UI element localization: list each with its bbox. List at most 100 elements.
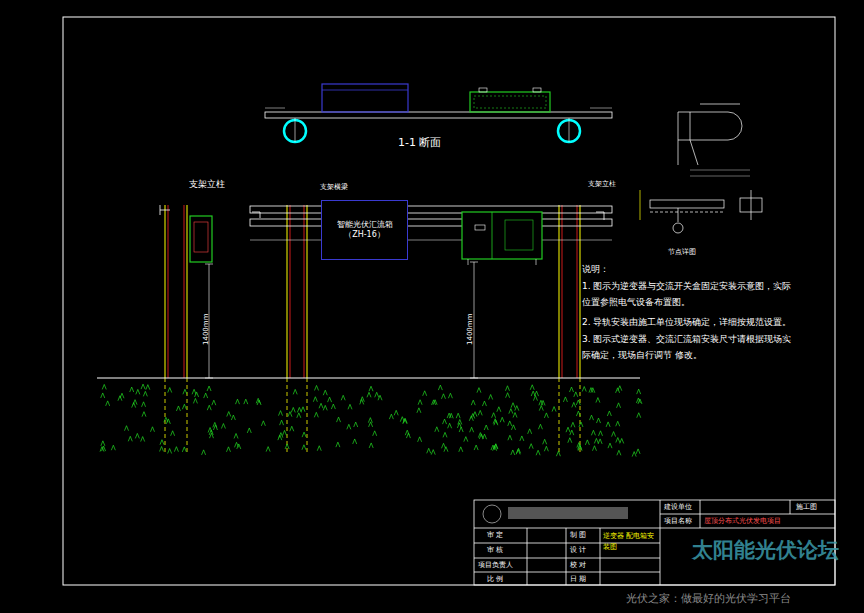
grass-mark bbox=[323, 390, 327, 395]
grass-mark bbox=[313, 397, 317, 402]
grass-mark bbox=[208, 428, 212, 433]
grass-mark bbox=[636, 398, 640, 403]
grass-mark bbox=[471, 400, 475, 405]
grass-mark bbox=[280, 420, 284, 425]
grass-mark bbox=[570, 430, 574, 435]
grass-mark bbox=[141, 384, 145, 389]
table-cell: 项目名称 bbox=[664, 517, 692, 525]
grass-mark bbox=[244, 399, 248, 404]
grass-mark bbox=[367, 392, 371, 397]
grass-mark bbox=[506, 393, 510, 398]
grass-mark bbox=[369, 443, 373, 448]
grass-mark bbox=[529, 444, 533, 449]
grass-mark bbox=[582, 387, 586, 392]
grass-mark bbox=[323, 405, 327, 410]
grass-mark bbox=[572, 402, 576, 407]
grass-mark bbox=[539, 406, 543, 411]
grass-mark bbox=[594, 438, 598, 443]
grass-mark bbox=[616, 388, 620, 393]
grass-mark bbox=[552, 407, 556, 412]
grass-mark bbox=[568, 438, 572, 443]
grass-mark bbox=[328, 397, 332, 402]
grass-mark bbox=[171, 431, 175, 436]
grass-mark bbox=[118, 396, 122, 401]
grass-mark bbox=[544, 413, 548, 418]
table-cell: 比 例 bbox=[487, 575, 503, 583]
grass-mark bbox=[433, 400, 437, 405]
grass-mark bbox=[315, 385, 319, 390]
grass-mark bbox=[375, 392, 379, 397]
grass-mark bbox=[597, 418, 601, 423]
grass-mark bbox=[257, 400, 261, 405]
grass-mark bbox=[515, 406, 519, 411]
grass-mark bbox=[234, 433, 238, 438]
table-cell: 屋顶分布式光伏发电项目 bbox=[704, 517, 781, 525]
grass-mark bbox=[142, 412, 146, 417]
grass-mark bbox=[247, 428, 251, 433]
grass-mark bbox=[637, 389, 641, 394]
grass-mark bbox=[477, 388, 481, 393]
grass-mark bbox=[577, 443, 581, 448]
table-cell: 项目负责人 bbox=[478, 561, 513, 569]
grass-mark bbox=[101, 393, 105, 398]
grass-mark bbox=[290, 426, 294, 431]
grass-mark bbox=[373, 431, 377, 436]
grass-mark bbox=[319, 403, 323, 408]
grass-mark bbox=[353, 439, 357, 444]
grass-mark bbox=[101, 441, 105, 446]
dimension: 1400mm bbox=[466, 314, 474, 345]
grass-mark bbox=[378, 395, 382, 400]
part-name: 支架立柱 bbox=[189, 179, 225, 190]
grass-mark bbox=[589, 388, 593, 393]
grass-mark bbox=[160, 446, 164, 451]
table-cell: 施工图 bbox=[796, 503, 817, 511]
grass-mark bbox=[293, 389, 297, 394]
grass-mark bbox=[478, 410, 482, 415]
grass-mark bbox=[423, 391, 427, 396]
grass-mark bbox=[368, 418, 372, 423]
grass-mark bbox=[508, 421, 512, 426]
grass-mark bbox=[533, 396, 537, 401]
grass-mark bbox=[456, 413, 460, 418]
grass-mark bbox=[213, 425, 217, 430]
grass-mark bbox=[164, 417, 168, 422]
grass-mark bbox=[195, 392, 199, 397]
grass-mark bbox=[182, 447, 186, 452]
grass-mark bbox=[530, 385, 534, 390]
grass-mark bbox=[590, 415, 594, 420]
grass-mark bbox=[520, 436, 524, 441]
drawing-title: 逆变器 配电箱安装图 bbox=[603, 531, 658, 554]
grass-mark bbox=[204, 393, 208, 398]
grass-mark bbox=[279, 433, 283, 438]
grass-mark bbox=[212, 400, 216, 405]
grass-mark bbox=[168, 388, 172, 393]
grass-mark bbox=[505, 386, 509, 391]
grass-mark bbox=[443, 419, 447, 424]
grass-mark bbox=[389, 414, 393, 419]
grass-mark bbox=[133, 400, 137, 405]
grass-mark bbox=[606, 422, 610, 427]
grass-mark bbox=[543, 439, 547, 444]
grass-mark bbox=[632, 452, 636, 457]
grass-mark bbox=[447, 413, 451, 418]
grass-mark bbox=[511, 450, 515, 455]
grass-mark bbox=[150, 427, 154, 432]
grass-mark bbox=[470, 427, 474, 432]
grass-mark bbox=[168, 449, 172, 454]
grass-mark bbox=[227, 412, 231, 417]
dimension-lines bbox=[205, 262, 478, 378]
grass-mark bbox=[341, 395, 345, 400]
grass-mark bbox=[509, 409, 513, 414]
grass-mark bbox=[566, 427, 570, 432]
dimension: 1400mm bbox=[202, 314, 210, 345]
grass-mark bbox=[141, 437, 145, 442]
part-name: 支架横梁 bbox=[320, 183, 348, 191]
grass-mark bbox=[435, 427, 439, 432]
grass-mark bbox=[130, 387, 134, 392]
grass-mark bbox=[302, 432, 306, 437]
grass-mark bbox=[616, 421, 620, 426]
detail-sketch bbox=[640, 104, 762, 233]
grass-mark bbox=[237, 444, 241, 449]
grass-mark bbox=[331, 404, 335, 409]
grass-mark bbox=[394, 410, 398, 415]
